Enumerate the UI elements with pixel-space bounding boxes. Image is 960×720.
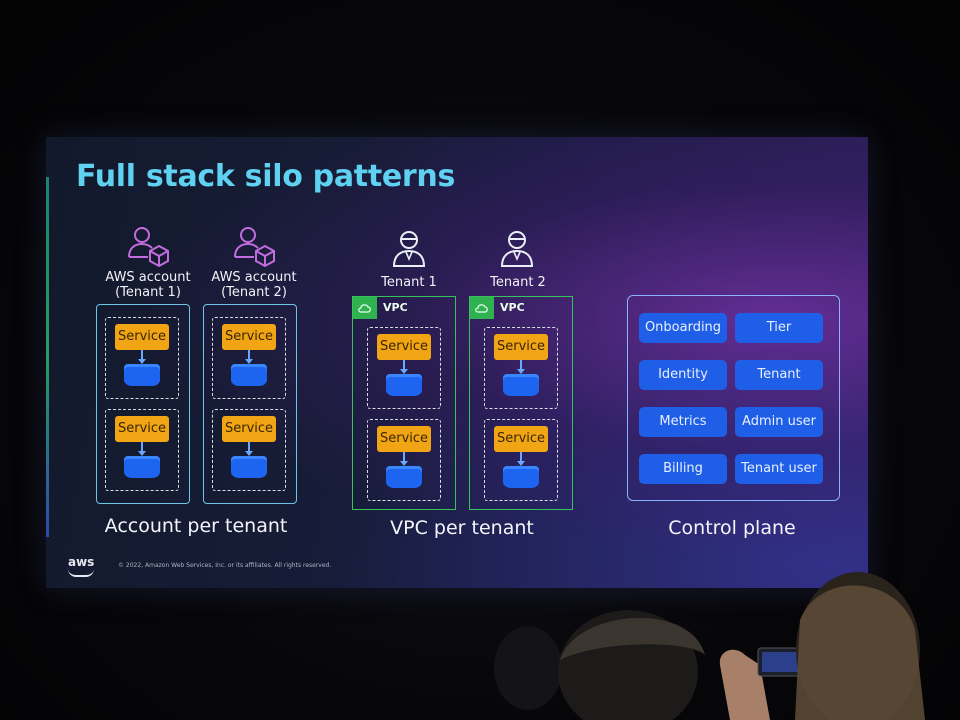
identity-service: Identity	[639, 360, 727, 390]
vpc-tag	[470, 297, 494, 319]
vpc-label: VPC	[500, 301, 525, 314]
copyright-text: © 2022, Amazon Web Services, Inc. or its…	[118, 562, 332, 569]
service-database-group: Service	[367, 327, 441, 409]
aws-smile-icon	[68, 569, 94, 577]
aws-account-box-2: Service Service	[203, 304, 297, 504]
arrow-down-icon	[245, 442, 253, 456]
audience-hand-phone	[719, 649, 770, 720]
service-database-group: Service	[105, 409, 179, 491]
vpc-box-1: VPC Service Service	[352, 296, 456, 510]
tenant-user-icon	[392, 231, 426, 267]
tenant-user-icon	[500, 231, 534, 267]
control-plane-label: Control plane	[668, 517, 796, 539]
tenant-label-1: Tenant 1	[381, 275, 437, 290]
audience-hair-center	[560, 617, 705, 660]
service-box: Service	[115, 324, 169, 350]
service-box: Service	[115, 416, 169, 442]
service-box: Service	[222, 324, 276, 350]
cloud-lock-icon	[358, 304, 371, 313]
slide-edge-accent	[46, 177, 49, 537]
vpc-label: VPC	[383, 301, 408, 314]
admin-user-service: Admin user	[735, 407, 823, 437]
database-icon	[124, 364, 160, 386]
control-plane-box: Onboarding Tier Identity Tenant Metrics …	[627, 295, 840, 501]
aws-account-box-1: Service Service	[96, 304, 190, 504]
tenant-service: Tenant	[735, 360, 823, 390]
service-box: Service	[377, 334, 431, 360]
presentation-slide: Full stack silo patterns AWS account (Te…	[46, 137, 868, 588]
user-with-box-icon	[128, 227, 169, 268]
arrow-down-icon	[517, 360, 525, 374]
service-database-group: Service	[105, 317, 179, 399]
user-with-box-icon	[234, 227, 275, 268]
service-box: Service	[494, 334, 548, 360]
service-database-group: Service	[484, 419, 558, 501]
database-icon	[386, 374, 422, 396]
account-per-tenant-label: Account per tenant	[104, 515, 288, 537]
audience-dreadlocks	[795, 585, 925, 720]
arrow-down-icon	[245, 350, 253, 364]
tier-service: Tier	[735, 313, 823, 343]
service-database-group: Service	[367, 419, 441, 501]
phone-screen-icon	[762, 652, 798, 672]
slide-title: Full stack silo patterns	[76, 159, 456, 194]
arrow-down-icon	[400, 360, 408, 374]
billing-service: Billing	[639, 454, 727, 484]
database-icon	[503, 374, 539, 396]
arrow-down-icon	[138, 350, 146, 364]
tenant-user-service: Tenant user	[735, 454, 823, 484]
aws-logo: aws	[68, 555, 95, 569]
service-box: Service	[222, 416, 276, 442]
arrow-down-icon	[517, 452, 525, 466]
arrow-down-icon	[138, 442, 146, 456]
arrow-down-icon	[400, 452, 408, 466]
service-database-group: Service	[212, 409, 286, 491]
audience-head-left	[494, 626, 562, 710]
vpc-tag	[353, 297, 377, 319]
onboarding-service: Onboarding	[639, 313, 727, 343]
service-box: Service	[377, 426, 431, 452]
account-label-1: AWS account (Tenant 1)	[105, 270, 191, 300]
database-icon	[386, 466, 422, 488]
account-label-2: AWS account (Tenant 2)	[211, 270, 297, 300]
database-icon	[231, 456, 267, 478]
cloud-lock-icon	[475, 304, 488, 313]
database-icon	[231, 364, 267, 386]
vpc-box-2: VPC Service Service	[469, 296, 573, 510]
service-database-group: Service	[212, 317, 286, 399]
metrics-service: Metrics	[639, 407, 727, 437]
database-icon	[124, 456, 160, 478]
tenant-label-2: Tenant 2	[490, 275, 546, 290]
service-box: Service	[494, 426, 548, 452]
vpc-per-tenant-label: VPC per tenant	[390, 517, 534, 539]
database-icon	[503, 466, 539, 488]
service-database-group: Service	[484, 327, 558, 409]
